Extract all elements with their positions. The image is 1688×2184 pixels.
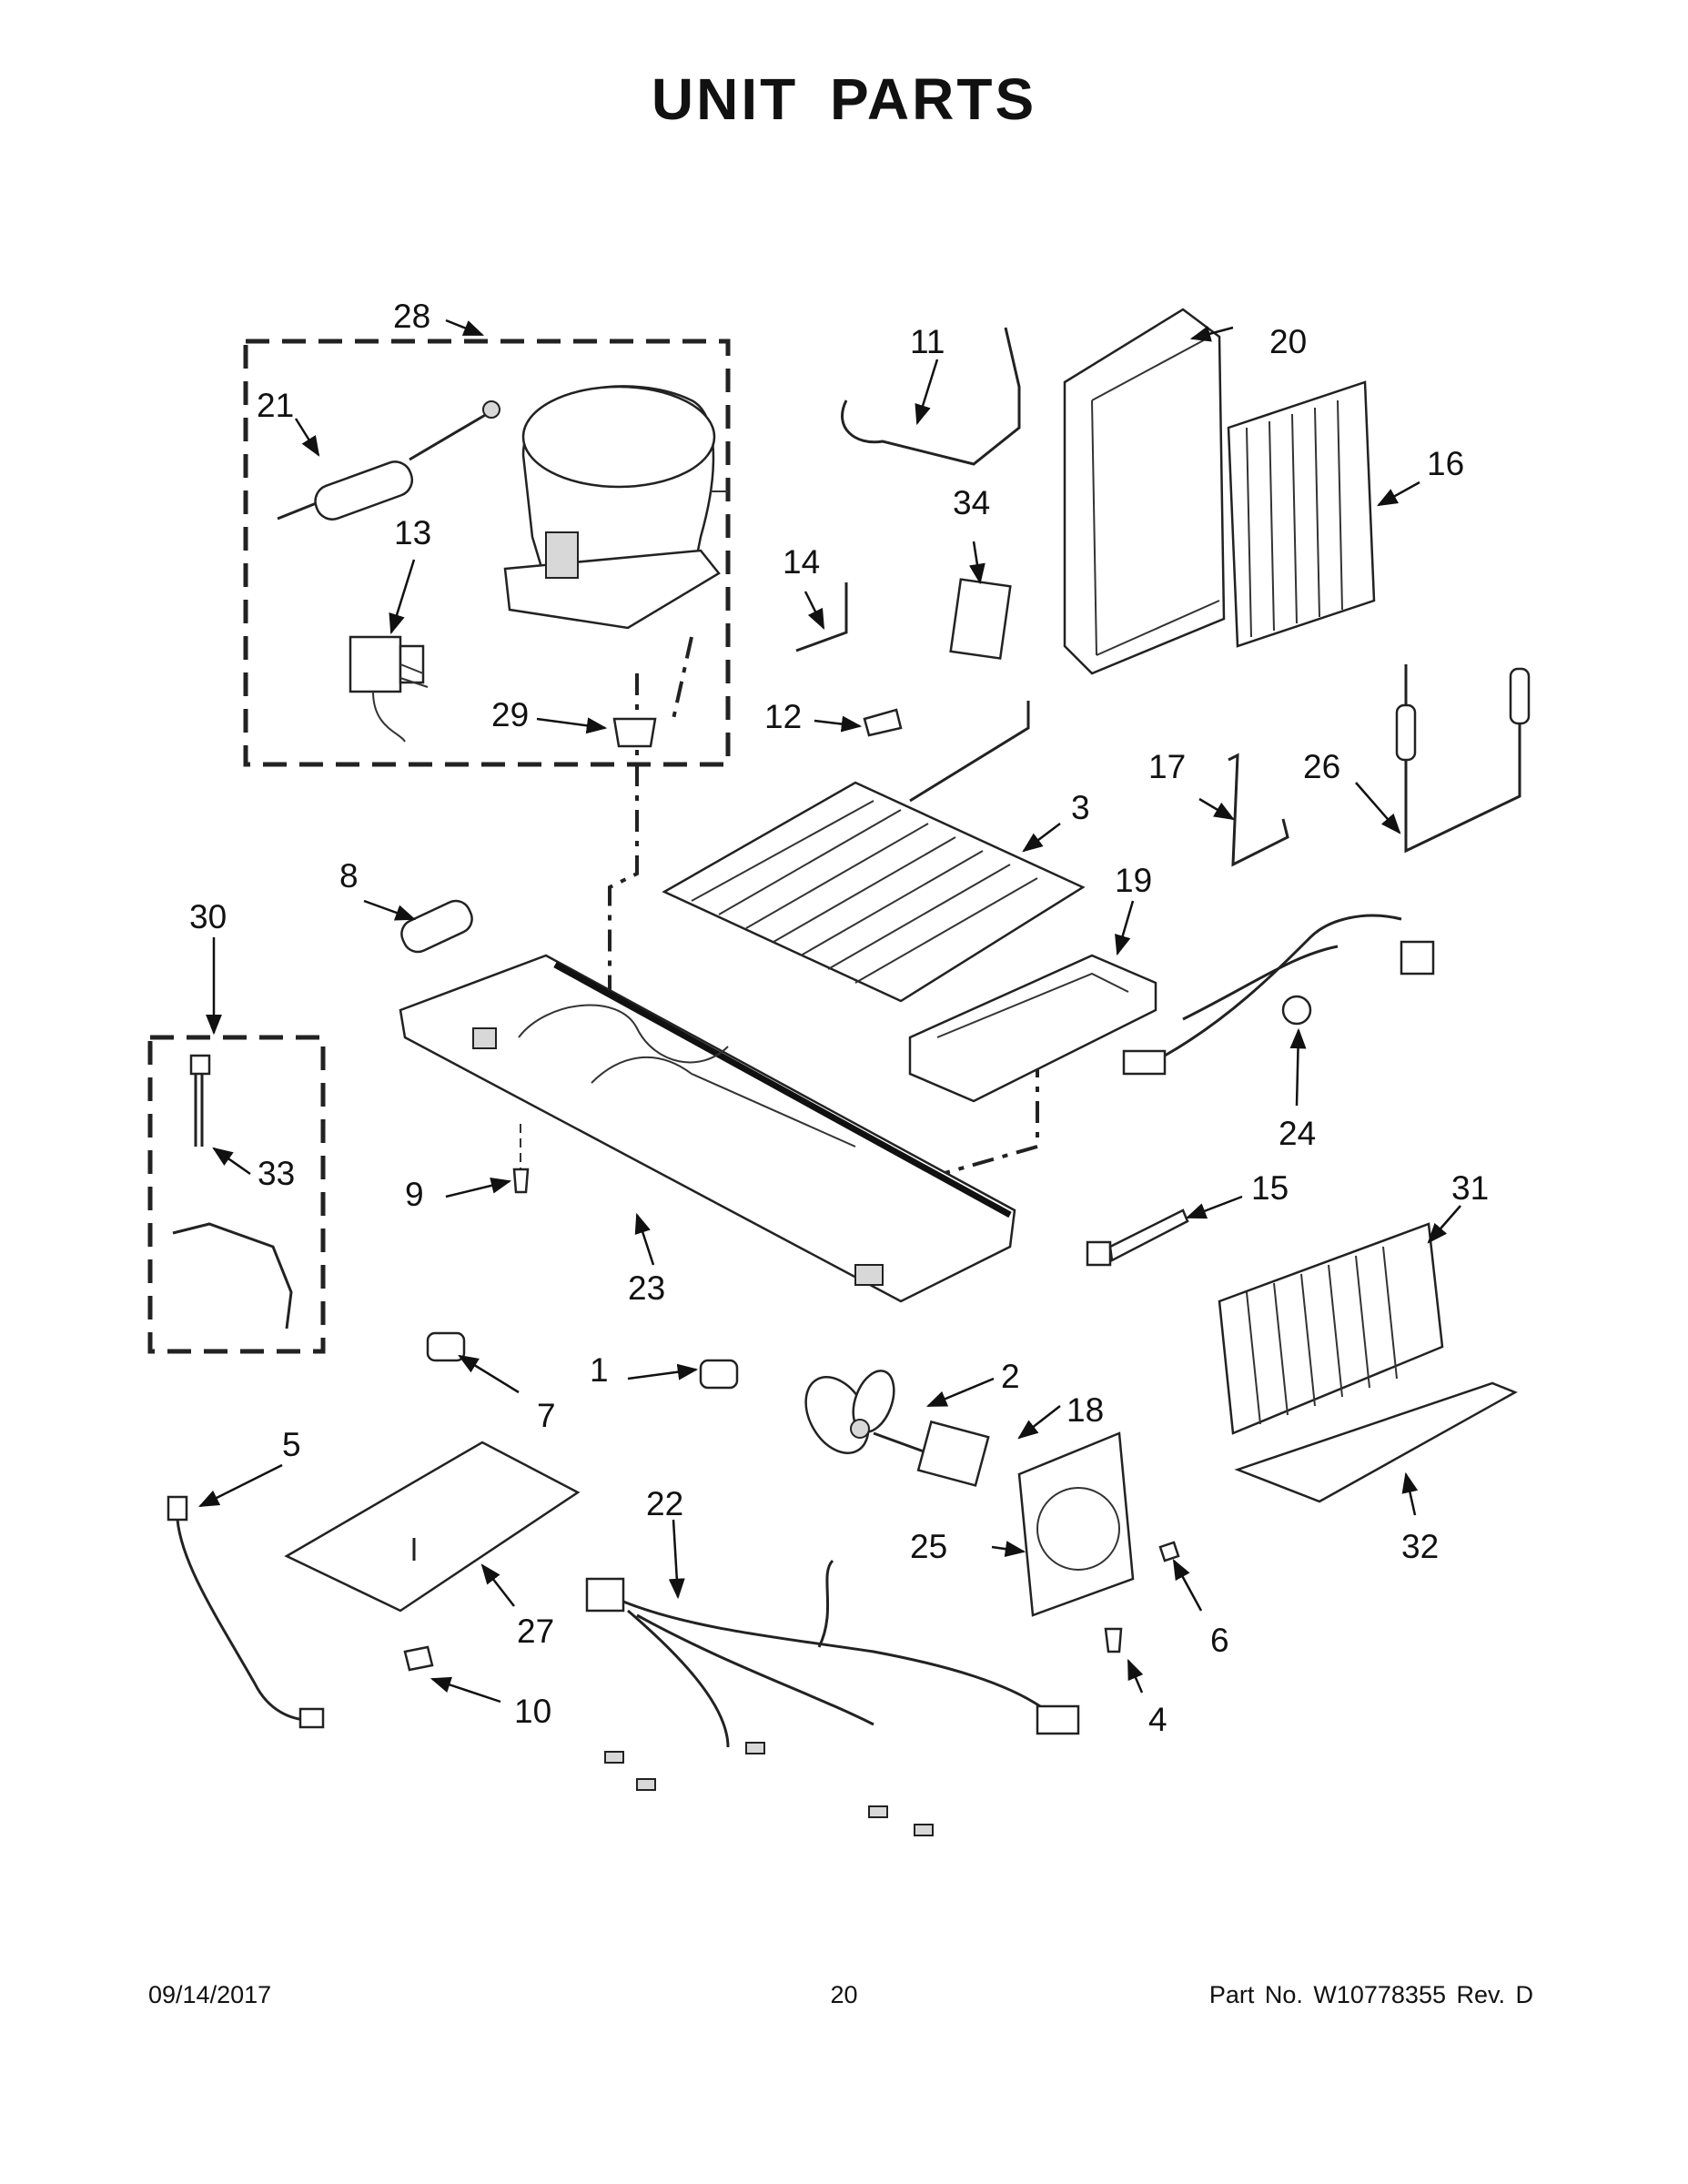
callout-15: 15 <box>1251 1169 1289 1207</box>
callout-9: 9 <box>405 1176 424 1213</box>
callout-2: 2 <box>1001 1358 1020 1395</box>
part-2-fan <box>804 1370 895 1455</box>
part-18-motor <box>873 1420 990 1487</box>
callout-26: 26 <box>1303 748 1340 785</box>
callout-21: 21 <box>257 387 294 424</box>
callout-8: 8 <box>339 857 359 895</box>
part-10-clip <box>403 1645 434 1672</box>
part-32-pan <box>1234 1381 1518 1503</box>
part-4-screw <box>1104 1627 1123 1653</box>
part-20-shroud <box>1063 308 1226 675</box>
part-29-grommet <box>612 717 657 748</box>
part-27-sheet <box>284 1441 581 1613</box>
callout-6: 6 <box>1210 1622 1229 1659</box>
part-24-harness <box>1122 914 1435 1076</box>
callout-11: 11 <box>910 323 945 360</box>
callout-31: 31 <box>1451 1169 1489 1207</box>
part-7-bushing <box>426 1331 466 1362</box>
part-12-clip <box>863 708 903 737</box>
part-26-tube <box>1395 664 1531 854</box>
part-11-tube <box>841 327 1021 466</box>
part-33-sensor <box>172 1054 293 1330</box>
page-title: UNIT PARTS <box>651 66 1037 132</box>
callout-25: 25 <box>910 1528 947 1565</box>
footer-date: 09/14/2017 <box>148 1981 272 2008</box>
part-6-screw <box>1158 1541 1180 1562</box>
callout-7: 7 <box>537 1397 556 1434</box>
part-19-trough <box>908 954 1157 1103</box>
part-31-condenser <box>1218 1222 1444 1435</box>
callout-16: 16 <box>1427 445 1464 482</box>
part-25-bracket <box>1017 1431 1135 1617</box>
part-3-evaporator <box>662 701 1086 1003</box>
callout-5: 5 <box>282 1426 301 1463</box>
group-box-30 <box>147 1035 326 1354</box>
part-15-tie <box>1086 1208 1189 1267</box>
part-compressor <box>503 385 728 630</box>
callout-17: 17 <box>1148 748 1186 785</box>
footer-part-number: Part No. W10778355 Rev. D <box>1208 1981 1533 2008</box>
callout-28: 28 <box>393 298 430 335</box>
part-5-tube <box>167 1495 325 1729</box>
part-1-bushing <box>699 1359 739 1390</box>
callout-18: 18 <box>1066 1391 1104 1429</box>
part-8-tube <box>400 899 473 954</box>
leader-dashed-29 <box>608 673 639 1119</box>
part-16-condenser <box>1227 380 1376 648</box>
callout-30: 30 <box>189 898 227 935</box>
part-13-relay <box>349 635 429 743</box>
callout-22: 22 <box>646 1485 683 1522</box>
part-22-harness <box>585 1559 1080 1836</box>
callout-20: 20 <box>1269 323 1307 360</box>
part-14-tube <box>795 582 848 652</box>
callout-32: 32 <box>1401 1528 1439 1565</box>
part-17-hook <box>1228 753 1289 867</box>
part-21-drier <box>277 400 500 521</box>
callout-33: 33 <box>258 1155 295 1192</box>
callout-29: 29 <box>491 696 529 733</box>
callout-10: 10 <box>514 1693 551 1730</box>
leader-dashed-compressor <box>672 636 693 720</box>
callout-4: 4 <box>1148 1701 1167 1738</box>
callout-13: 13 <box>394 514 431 551</box>
part-23-base <box>399 954 1016 1303</box>
group-box-28 <box>243 339 731 767</box>
callout-27: 27 <box>517 1613 554 1650</box>
callout-34: 34 <box>953 484 990 521</box>
callout-3: 3 <box>1071 789 1090 826</box>
callout-19: 19 <box>1115 862 1152 899</box>
callout-1: 1 <box>590 1351 609 1389</box>
callout-23: 23 <box>628 1269 665 1307</box>
callout-14: 14 <box>783 543 820 581</box>
part-9-screw <box>512 1168 530 1194</box>
part-34-pad <box>949 578 1012 660</box>
callout-24: 24 <box>1279 1115 1316 1152</box>
callout-12: 12 <box>764 698 802 735</box>
footer-page-number: 20 <box>830 1981 858 2008</box>
